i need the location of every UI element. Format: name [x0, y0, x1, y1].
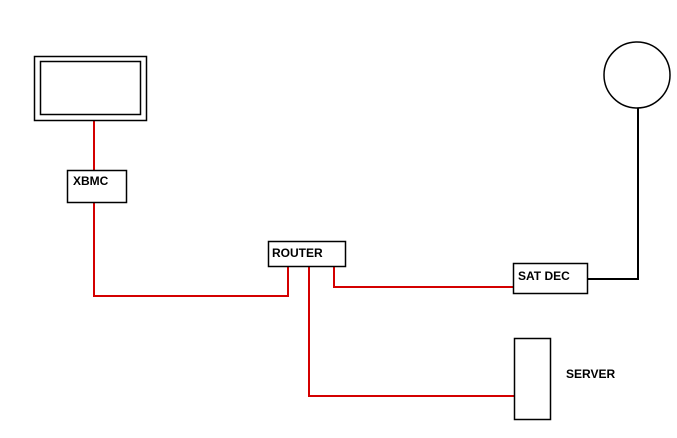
- satellite-dish: [603, 41, 671, 109]
- router-box-outline: [267, 240, 347, 268]
- xbmc-label: XBMC: [73, 174, 109, 188]
- router-box: ROUTER: [267, 240, 347, 268]
- tv-screen: [39, 60, 142, 116]
- router-to-sat-dec-cable: [333, 267, 513, 288]
- dish-to-sat-dec-cable: [588, 107, 639, 280]
- xbmc-box: XBMC: [66, 169, 128, 204]
- xbmc-box-outline: [66, 169, 128, 204]
- server-label: SERVER: [566, 367, 615, 381]
- router-label: ROUTER: [272, 246, 323, 260]
- sat-dec-box: SAT DEC: [512, 262, 589, 295]
- xbmc-to-router-cable: [93, 203, 289, 297]
- server-box: SERVER: [513, 337, 615, 421]
- router-to-server-cable: [308, 267, 514, 397]
- tv-monitor: [33, 55, 148, 122]
- sat-dec-box-outline: [512, 262, 589, 295]
- sat-dec-label: SAT DEC: [518, 269, 570, 283]
- server-tower-outline: [513, 337, 552, 421]
